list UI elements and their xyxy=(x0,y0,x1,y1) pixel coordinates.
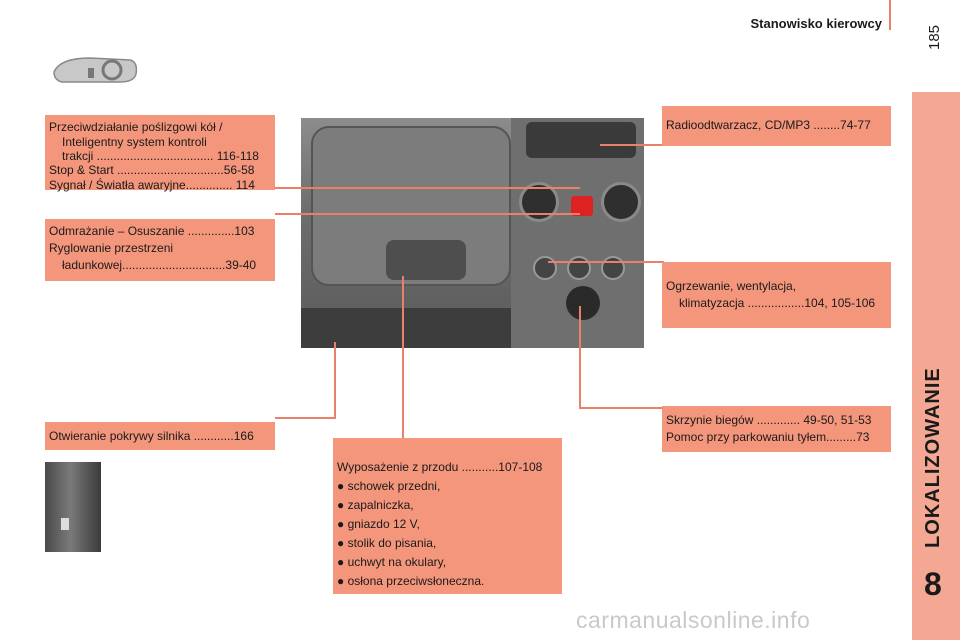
hvac-knob-left xyxy=(533,256,557,280)
list-item: ● gniazdo 12 V, xyxy=(337,517,420,531)
bonnet-handle xyxy=(61,518,69,530)
dashboard-center-console-photo xyxy=(301,118,644,348)
front-equipment-box: Wyposażenie z przodu ...........107-108 … xyxy=(333,438,562,594)
list-item: ● uchwyt na okulary, xyxy=(337,555,447,569)
heating-box: Ogrzewanie, wentylacja, klimatyzacja ...… xyxy=(662,262,891,328)
list-item: ● osłona przeciwsłoneczna. xyxy=(337,574,485,588)
driver-dashboard-icon xyxy=(53,57,138,83)
box-line: ładunkowej..............................… xyxy=(62,258,257,272)
list-item: ● zapalniczka, xyxy=(337,498,414,512)
box-line: Odmrażanie – Osuszanie ..............103 xyxy=(49,224,255,238)
list-item: ● stolik do pisania, xyxy=(337,536,437,550)
box-line: Ryglowanie przestrzeni xyxy=(49,241,174,255)
right-air-vent xyxy=(601,182,641,222)
radio-box: Radioodtwarzacz, CD/MP3 ........74-77 xyxy=(662,106,891,146)
chapter-number: 8 xyxy=(924,566,942,602)
box-line: Wyposażenie z przodu ...........107-108 xyxy=(337,460,543,474)
hazard-button xyxy=(571,196,593,216)
list-item: ● schowek przedni, xyxy=(337,479,441,493)
box-line: Skrzynie biegów ............. 49-50, 51-… xyxy=(666,413,872,427)
demisting-box: Odmrażanie – Osuszanie ..............103… xyxy=(45,219,275,281)
floor-mat xyxy=(301,308,511,348)
box-line: klimatyzacja .................104, 105-1… xyxy=(679,296,876,310)
bonnet-release-box: Otwieranie pokrywy silnika ............1… xyxy=(45,422,275,450)
bonnet-release-handle-photo xyxy=(45,462,101,552)
box-line: Ogrzewanie, wentylacja, xyxy=(666,279,797,293)
chapter-side-band xyxy=(912,92,960,640)
box-line: Pomoc przy parkowaniu tyłem.........73 xyxy=(666,430,870,444)
glovebox-handle xyxy=(386,240,466,280)
page-header-title: Stanowisko kierowcy xyxy=(750,16,883,31)
box-line: trakcji ................................… xyxy=(62,149,259,163)
gearbox-box: Skrzynie biegów ............. 49-50, 51-… xyxy=(662,406,891,452)
watermark: carmanualsonline.info xyxy=(576,607,811,633)
box-line: Sygnał / Światła awaryjne.............. … xyxy=(49,178,255,192)
hvac-knob-right xyxy=(601,256,625,280)
box-line: Stop & Start ...........................… xyxy=(49,163,255,177)
gear-knob xyxy=(566,286,600,320)
traction-control-box: Przeciwdziałanie poślizgowi kół / Inteli… xyxy=(45,115,275,192)
box-line: Otwieranie pokrywy silnika ............1… xyxy=(49,429,254,443)
box-line: Przeciwdziałanie poślizgowi kół / xyxy=(49,120,223,134)
hvac-knob-middle xyxy=(567,256,591,280)
header-rule xyxy=(889,0,891,30)
box-line: Radioodtwarzacz, CD/MP3 ........74-77 xyxy=(666,118,871,132)
radio-unit xyxy=(526,122,636,158)
box-line: Inteligentny system kontroli xyxy=(62,135,207,149)
